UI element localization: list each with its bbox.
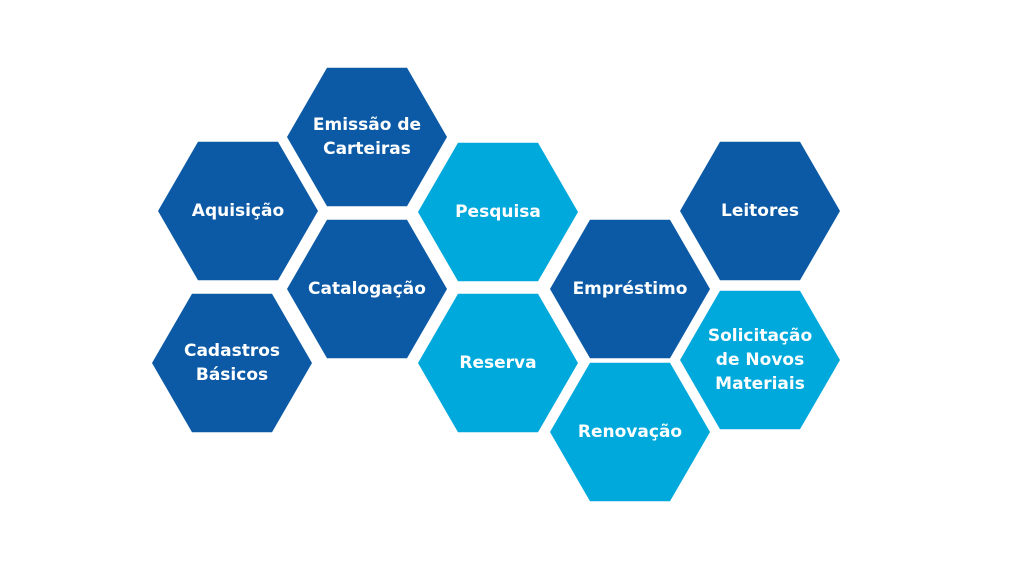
hexagon-label-cadastros-basicos: Cadastros [184, 341, 280, 361]
hexagon-shape-catalogacao [287, 219, 447, 359]
hexagon-label-reserva: Reserva [459, 353, 536, 373]
hexagon-shape-cadastros-basicos [152, 293, 312, 433]
hexagon-shape-solicitacao-de-novos-materiais [680, 290, 840, 430]
hexagon-label-aquisicao: Aquisição [192, 201, 284, 221]
hexagon-shape-pesquisa [418, 142, 578, 282]
hexagon-label-emissao-de-carteiras: Carteiras [323, 139, 411, 159]
hexagon-label-pesquisa: Pesquisa [455, 202, 541, 222]
hexagon-group: Aquisição Emissão de CarteirasCadastrosBás… [152, 67, 840, 502]
hexagon-label-emprestimo: Empréstimo [573, 279, 688, 299]
hexagon-renovacao: Renovação [550, 362, 710, 502]
hexagon-label-cadastros-basicos: Básicos [196, 365, 268, 385]
hexagon-label-renovacao: Renovação [578, 422, 682, 442]
hexagon-label-catalogacao: Catalogação [308, 279, 426, 299]
hexagon-emprestimo: Empréstimo [550, 219, 710, 359]
hexagon-label-solicitacao-de-novos-materiais: Solicitação [708, 326, 812, 346]
hexagon-shape-renovacao [550, 362, 710, 502]
hexagon-emissao-de-carteiras: Emissão de Carteiras [287, 67, 447, 207]
hexagon-label-solicitacao-de-novos-materiais: Materiais [715, 374, 805, 394]
hexagon-shape-aquisicao [158, 141, 318, 281]
hexagon-shape-emissao-de-carteiras [287, 67, 447, 207]
hexagon-label-emissao-de-carteiras: Emissão de [313, 115, 421, 135]
hexagon-pesquisa: Pesquisa [418, 142, 578, 282]
hexagon-shape-leitores [680, 141, 840, 281]
hexagon-aquisicao: Aquisição [158, 141, 318, 281]
hexagon-label-solicitacao-de-novos-materiais: de Novos [716, 350, 804, 370]
hexagon-shape-reserva [418, 293, 578, 433]
hexagon-shape-emprestimo [550, 219, 710, 359]
hexagon-leitores: Leitores [680, 141, 840, 281]
hexagon-reserva: Reserva [418, 293, 578, 433]
hexagon-label-leitores: Leitores [721, 201, 799, 221]
hexagon-catalogacao: Catalogação [287, 219, 447, 359]
